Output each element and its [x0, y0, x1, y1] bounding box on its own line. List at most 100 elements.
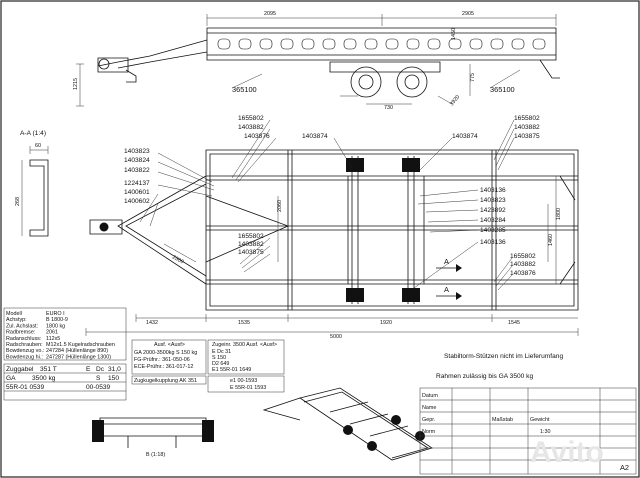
dim-5000: 5000 [330, 334, 342, 340]
callout-l-9: 1655802 [238, 233, 264, 240]
spec-value: EURO I [46, 311, 65, 317]
tb-sheet-size: A2 [620, 463, 629, 472]
callout-l-2: 1403876 [244, 133, 270, 140]
notes: Stabiltorm-Stützen nicht im Lieferumfang… [436, 353, 563, 380]
tb-label: Gewicht [530, 417, 550, 423]
callouts-top: 1403874 1403874 [302, 133, 478, 140]
callout-l-11: 1403875 [238, 249, 264, 256]
callouts-left: 1655802 1403882 1403876 1403823 1403824 … [124, 115, 270, 256]
rail-hole [532, 38, 546, 50]
spec-label: Radanschluss: [6, 336, 41, 342]
ausf-left-head: Ausf. <Ausf> [154, 342, 185, 348]
coupling-e1: 55R-01 0539 [6, 384, 44, 391]
rail-hole [238, 38, 252, 50]
rail-hole [448, 38, 462, 50]
dim-1545: 1545 [508, 320, 520, 326]
tb-label: Maßstab [492, 417, 513, 423]
plan-dims: 1432 1535 1920 1545 5000 2300 2060 1800 … [146, 200, 562, 340]
spec-value: 247284 (Hüllenlänge 890) [46, 348, 108, 354]
ausf-right-row: S 150 [212, 355, 226, 361]
dim-365100-left: 365100 [232, 85, 257, 94]
callout-l-5: 1403822 [124, 167, 150, 174]
avito-watermark: Avito [530, 436, 604, 469]
ausf-left-row: ECE-Prüfnr.: 361-017-12 [134, 364, 193, 370]
callout-l-1: 1403882 [238, 124, 264, 131]
dim-1800: 1800 [556, 208, 562, 220]
spec-label: Modell [6, 311, 22, 317]
wheel-hub-1 [346, 158, 364, 172]
callout-r-4: 1403823 [480, 197, 506, 204]
dim-2905: 2905 [462, 11, 474, 17]
rail-hole [385, 38, 399, 50]
rail-hole [217, 38, 231, 50]
callout-r-5: 1423892 [480, 207, 506, 214]
spec-label: Achstyp: [6, 317, 27, 323]
callout-r-8: 1403136 [480, 239, 506, 246]
callout-leaders [139, 119, 515, 291]
callout-r-3: 1403136 [480, 187, 506, 194]
rail-hole [301, 38, 315, 50]
side-view-dims: 2095 2905 365100 365100 730 3920 1450 77… [73, 11, 515, 111]
section-marker-top: A [444, 257, 449, 266]
tb-label: Gepr. [422, 417, 435, 423]
wheel-hub-2 [402, 158, 420, 172]
dim-2300: 2300 [171, 254, 184, 265]
callout-r-9: 1655802 [510, 253, 536, 260]
rail-hole [427, 38, 441, 50]
detail-b-title: B (1:18) [146, 452, 165, 458]
callout-r-0: 1655802 [514, 115, 540, 122]
detail-b: B (1:18) [92, 417, 214, 458]
spec-label: Zul. Achslast: [6, 323, 38, 329]
coupling-table: Zuggabel 351 T E Dc 31,0 GA 3500 kg S 15… [3, 363, 127, 401]
spec-value: 2061 [46, 330, 58, 336]
callout-l-3: 1403823 [124, 148, 150, 155]
section-dim-height: 268 [15, 197, 21, 206]
rail-hole [406, 38, 420, 50]
wheel-hub-3 [346, 288, 364, 302]
wheel-hub-4 [402, 288, 420, 302]
tb-scale: 1:30 [540, 429, 551, 435]
note-1: Stabiltorm-Stützen nicht im Lieferumfang [444, 353, 563, 360]
ausf-bar-right: E 55R-01 1593 [230, 385, 266, 391]
spec-value: 1800 kg [46, 323, 65, 329]
callout-l-6: 1224137 [124, 180, 150, 187]
title-block: Datum Name Gepr. Norm Maßstab Gewicht 1:… [419, 387, 637, 475]
coupling-cell: S [96, 375, 101, 382]
dim-365100-right: 365100 [490, 85, 515, 94]
coupling-label: Zuggabel [6, 366, 34, 373]
ausf-right-row: E1 55R-01 1649 [212, 367, 251, 373]
callout-t-1: 1403874 [452, 133, 478, 140]
callouts-right: 1655802 1403882 1403875 1403136 1403823 … [480, 115, 540, 277]
spec-value: 112x5 [46, 336, 60, 342]
ausf-bar: Zugkugelkupplung AK 351 [134, 378, 197, 384]
ausf-right-row: D2 649 [212, 361, 229, 367]
dim-1215: 1215 [73, 78, 79, 90]
coupling-d2: 00-0539 [86, 384, 111, 391]
note-2: Rahmen zulässig bis GA 3500 kg [436, 373, 533, 380]
coupling-cell: GA [6, 375, 16, 382]
section-marker-bottom: A [444, 285, 449, 294]
callout-r-1: 1403882 [514, 124, 540, 131]
coupling-cell: 3500 kg [32, 375, 56, 382]
dim-1432: 1432 [146, 320, 158, 326]
callout-l-8: 1400602 [124, 198, 150, 205]
spec-value: 247287 (Hüllenlänge 1300) [46, 354, 111, 360]
tb-label: Name [422, 405, 436, 411]
dim-1920: 1920 [380, 320, 392, 326]
ausf-left-row: FG-Prüfnr.: 361-050-06 [134, 357, 190, 363]
rail-hole [280, 38, 294, 50]
dim-775: 775 [470, 73, 476, 82]
callout-r-10: 1403882 [510, 261, 536, 268]
coupling-cell: Dc [96, 366, 105, 373]
tb-label: Datum [422, 393, 438, 399]
callout-l-10: 1403882 [238, 241, 264, 248]
coupling-cell: 351 T [40, 366, 57, 373]
dim-1535: 1535 [238, 320, 250, 326]
ausf-left-row: GA 2000-3500kg S 150 kg [134, 350, 197, 356]
rail-hole [259, 38, 273, 50]
callout-t-0: 1403874 [302, 133, 328, 140]
isometric-view [262, 387, 433, 461]
ausf-right-row: E Dc 31 [212, 349, 231, 355]
